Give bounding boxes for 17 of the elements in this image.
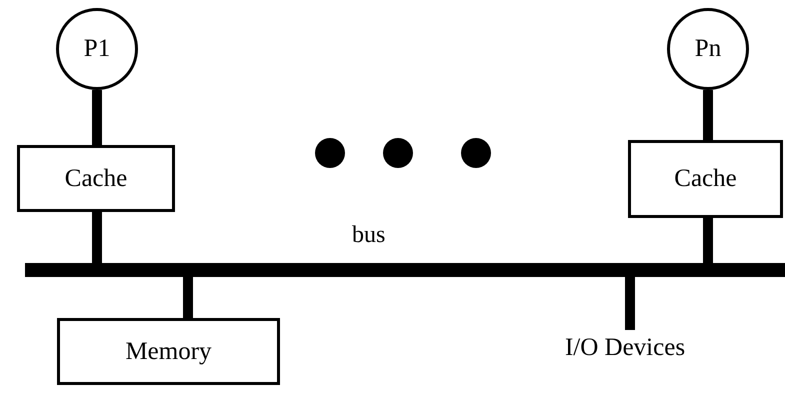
node-label: Cache — [674, 164, 737, 194]
node-label: Memory — [125, 336, 212, 367]
device-label: I/O Devices — [525, 330, 725, 366]
connector-line — [625, 277, 635, 330]
node-label: P1 — [84, 34, 110, 64]
connector-line — [92, 90, 102, 145]
node-label: Cache — [64, 164, 128, 194]
connector-line — [703, 90, 713, 140]
bus-label: bus — [352, 223, 386, 247]
component-box — [57, 318, 280, 385]
connector-line — [703, 218, 713, 263]
connector-line — [92, 212, 102, 263]
component-box — [17, 145, 175, 212]
component-box — [628, 140, 783, 218]
bus-bar — [25, 263, 785, 277]
connector-line — [183, 277, 193, 318]
node-label: Pn — [694, 34, 722, 64]
